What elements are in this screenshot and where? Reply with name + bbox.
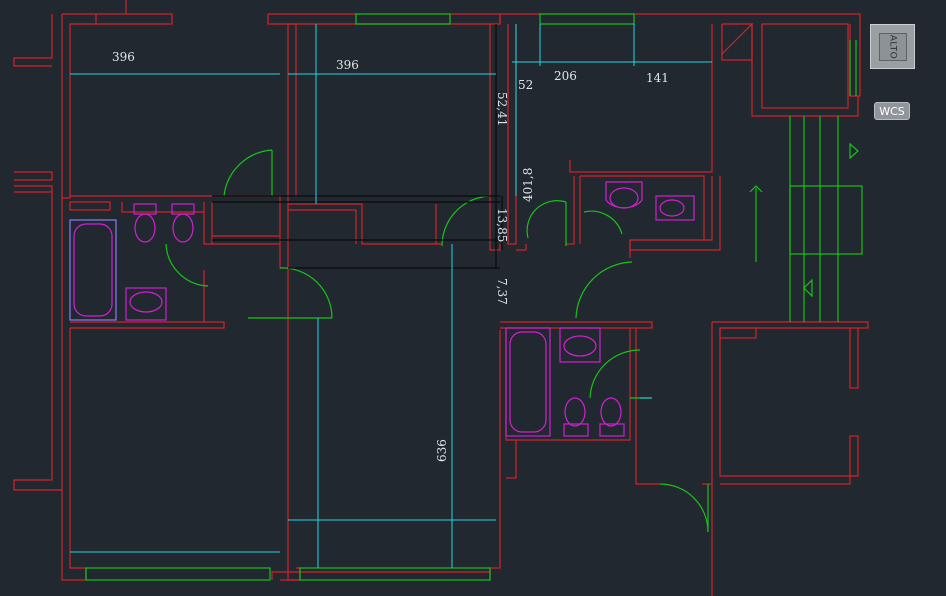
dim-396-left: 396 <box>112 50 135 64</box>
dim-5241: 52,41 <box>495 92 509 126</box>
dim-396-mid: 396 <box>336 58 359 72</box>
dim-4018: 401,8 <box>521 168 535 202</box>
dim-141: 141 <box>646 71 669 85</box>
viewcube-face-label: ALTO <box>887 34 898 59</box>
wcs-button[interactable]: WCS <box>874 102 910 120</box>
black-section-lines <box>212 24 503 269</box>
dim-636: 636 <box>435 439 449 462</box>
dim-52: 52 <box>518 78 533 92</box>
fixtures <box>69 181 695 437</box>
dim-13: 13,85 <box>495 208 509 242</box>
dimension-lines <box>70 24 712 568</box>
viewcube[interactable]: ALTO <box>870 24 915 69</box>
walls <box>13 0 869 596</box>
dim-737: 7,37 <box>495 278 509 305</box>
viewcube-top-face[interactable]: ALTO <box>878 32 907 61</box>
windows-and-doors <box>85 13 863 581</box>
dimension-texts: 396 396 52 206 141 52,41 401,8 13,85 7,3… <box>112 50 669 462</box>
dim-206: 206 <box>554 69 577 83</box>
